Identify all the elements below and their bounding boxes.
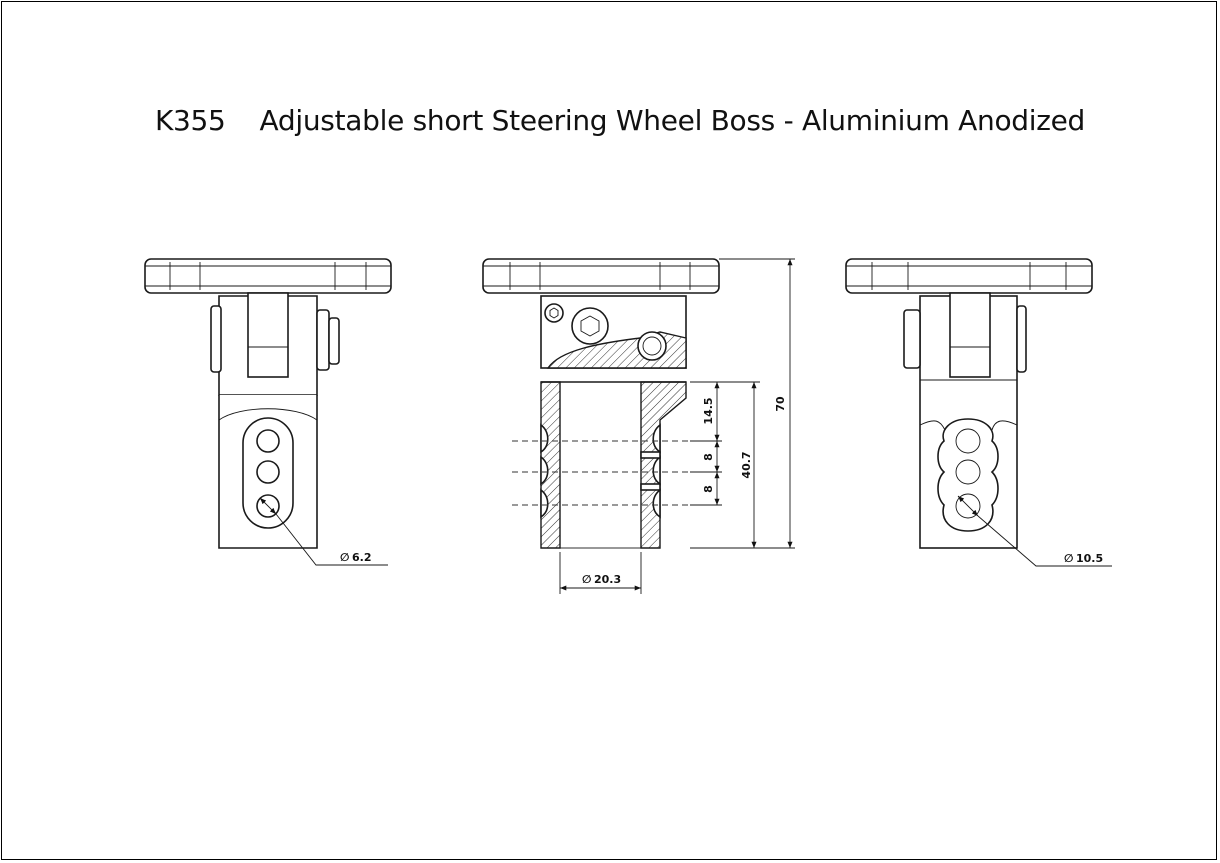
- small-screw: [544, 303, 564, 323]
- offset-top-label: 14.5: [702, 397, 715, 424]
- drawing-title: K355 Adjustable short Steering Wheel Boss…: [0, 104, 1220, 137]
- right-hole-cluster: [937, 418, 999, 532]
- left-hole-2: [256, 460, 280, 484]
- left-hole-1: [256, 429, 280, 453]
- right-mount-plate: [845, 258, 1093, 294]
- right-side-view: ∅ 10.5: [845, 258, 1112, 567]
- right-hole-3: [955, 493, 981, 519]
- center-mount-plate: [482, 258, 720, 294]
- right-hole-diameter-symbol: ∅: [1064, 552, 1073, 565]
- left-side-view: ∅ 6.2: [144, 258, 392, 566]
- left-hole-diameter-label: 6.2: [352, 551, 372, 564]
- clamp-pin: [637, 331, 667, 361]
- left-mount-plate: [144, 258, 392, 294]
- right-hole-2: [955, 459, 981, 485]
- pitch-2-label: 8: [702, 485, 715, 493]
- part-description: Adjustable short Steering Wheel Boss - A…: [259, 104, 1086, 137]
- part-code: K355: [154, 104, 226, 137]
- bore-diameter-symbol: ∅: [582, 573, 591, 586]
- right-hinge-tab: [949, 292, 991, 378]
- bore-diameter-label: 20.3: [594, 573, 621, 586]
- left-hole-diameter-symbol: ∅: [340, 551, 349, 564]
- socket-head-screw: [571, 307, 609, 345]
- right-hole-diameter-label: 10.5: [1076, 552, 1103, 565]
- body-height-label: 40.7: [740, 451, 753, 478]
- center-right-wall: [640, 381, 687, 549]
- pitch-1-label: 8: [702, 453, 715, 461]
- left-hinge-tab: [247, 292, 289, 378]
- right-hole-1: [955, 428, 981, 454]
- overall-height-label: 70: [774, 396, 787, 412]
- center-section-view: ∅ 20.3 14.5 8 8 40.7 70: [482, 258, 795, 594]
